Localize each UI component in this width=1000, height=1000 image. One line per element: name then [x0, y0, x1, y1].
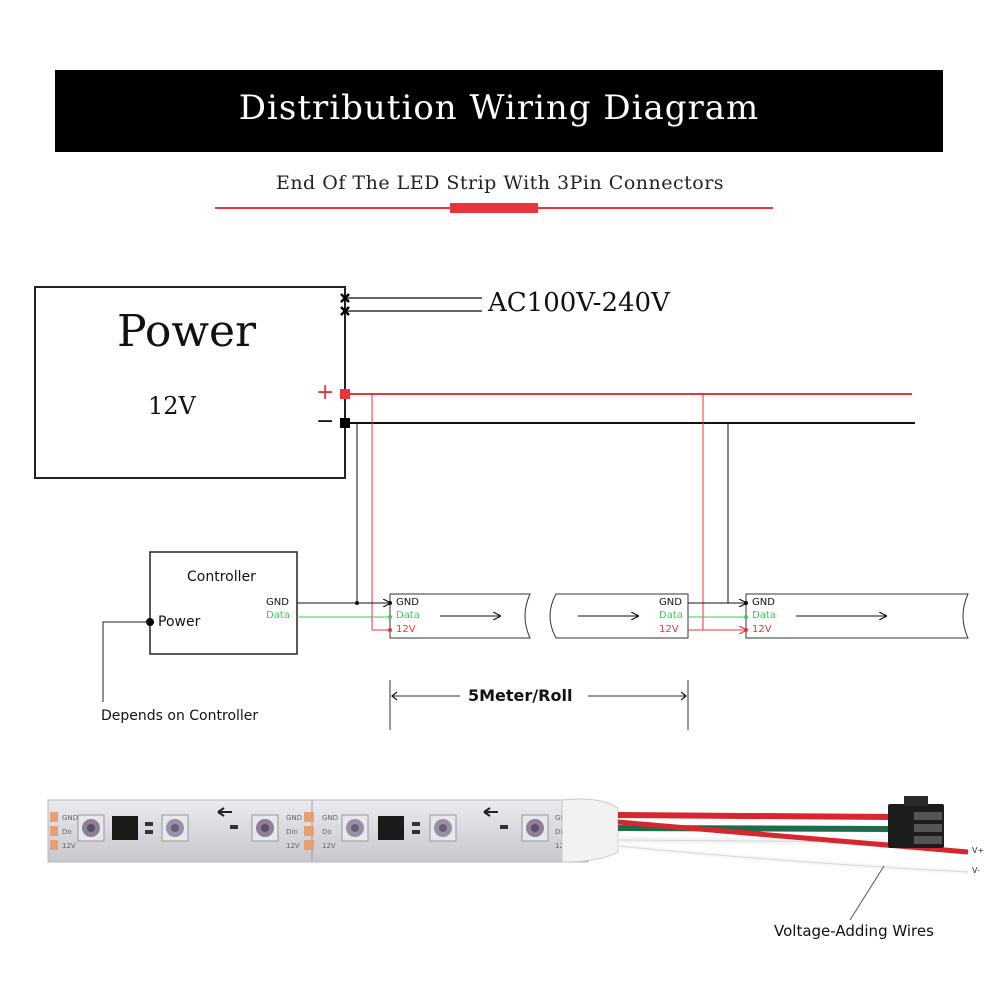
ac-terminal-1 — [340, 293, 350, 303]
controller-power-label: Power — [158, 614, 201, 630]
strip1-12v-label: 12V — [396, 624, 416, 635]
strip1-gnd-label: GND — [396, 597, 419, 608]
svg-text:Din: Din — [286, 828, 298, 836]
ac-input-label: AC100V-240V — [488, 288, 670, 318]
controller-power-lead — [102, 621, 148, 702]
svg-text:GND: GND — [322, 814, 338, 822]
controller-power-dot — [146, 618, 154, 626]
wire-vminus-label: V- — [972, 866, 980, 875]
svg-text:Do: Do — [322, 828, 332, 836]
plus-sign: + — [316, 380, 335, 405]
callout-line — [849, 865, 885, 921]
power-supply-label: Power — [117, 306, 257, 357]
voltage-adding-wires-label: Voltage-Adding Wires — [774, 922, 934, 940]
gnd-node-1 — [355, 601, 359, 605]
positive-terminal — [340, 389, 350, 399]
controller-data-label: Data — [266, 610, 290, 621]
svg-text:12V: 12V — [286, 842, 300, 850]
photo-wire-green — [617, 825, 891, 832]
photo-wire-red — [617, 812, 891, 820]
strip1-data-label: Data — [396, 610, 420, 621]
subtitle: End Of The LED Strip With 3Pin Connector… — [275, 172, 725, 194]
strip3-gnd-label: GND — [752, 597, 775, 608]
svg-text:Din: Din — [555, 828, 567, 836]
svg-text:GND: GND — [62, 814, 78, 822]
power-supply-box — [34, 286, 346, 479]
page-title: Distribution Wiring Diagram — [238, 88, 760, 128]
depends-on-controller-note: Depends on Controller — [101, 708, 259, 724]
strip2-gnd-label: GND — [659, 597, 682, 608]
svg-text:GND: GND — [286, 814, 302, 822]
strip3-12v-label: 12V — [752, 624, 772, 635]
controller-gnd-label: GND — [266, 597, 289, 608]
svg-text:Do: Do — [62, 828, 72, 836]
strip2-data-label: Data — [659, 610, 683, 621]
controller-box — [149, 551, 298, 655]
power-voltage-label: 12V — [148, 392, 196, 420]
svg-text:12V: 12V — [322, 842, 336, 850]
wire-vplus-label: V+ — [972, 846, 985, 855]
controller-label: Controller — [187, 569, 256, 585]
minus-sign: − — [316, 409, 335, 434]
length-label: 5Meter/Roll — [468, 686, 573, 705]
strip2-12v-label: 12V — [659, 624, 679, 635]
svg-text:12V: 12V — [62, 842, 76, 850]
strip3-data-label: Data — [752, 610, 776, 621]
negative-terminal — [340, 418, 350, 428]
ac-terminal-2 — [340, 306, 350, 316]
subtitle-accent-bar — [450, 203, 538, 213]
title-banner: Distribution Wiring Diagram — [55, 70, 943, 152]
